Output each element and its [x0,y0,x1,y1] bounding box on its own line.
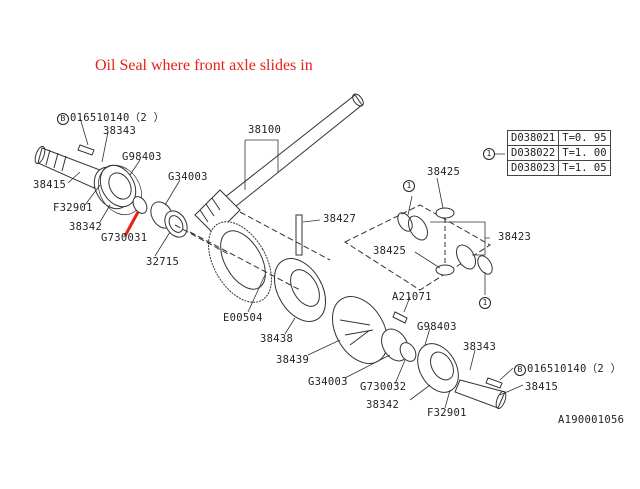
label-retainer-right: 38342 [366,399,400,411]
label-oring-right: G98403 [417,321,457,333]
ref-marker-left-washer-icon: 1 [403,180,415,192]
label-bearing-left: G34003 [168,171,208,183]
label-retainer-left: 38342 [69,221,103,233]
thickness: T=0. 95 [558,130,611,146]
label-text: 016510140（2 ） [70,112,165,124]
left-oring [97,165,143,215]
washer-right [477,255,493,275]
bolt-marker-icon: B [514,364,526,376]
label-seal-left: G730031 [101,232,148,244]
diff-case-left [273,258,327,322]
label-drive-pinion: 38100 [248,124,282,136]
dashed-assembly-box [343,204,491,291]
label-plate-right: 38343 [463,341,497,353]
left-oil-seal [132,196,148,214]
label-shim: 32715 [146,256,180,268]
label-pinion-gear-left: 38425 [373,245,407,257]
label-pinion-shaft: 38427 [323,213,357,225]
label-text: 016510140（2 ） [527,363,622,375]
label-bearing-right: G34003 [308,376,348,388]
label-axle-left: 38415 [33,179,67,191]
label-plate-left: 38343 [103,125,137,137]
label-case-right: 38439 [276,354,310,366]
ref-marker-right-washer-icon: 1 [479,297,491,309]
label-side-gear: 38423 [498,231,532,243]
thickness: T=1. 00 [558,145,611,161]
ring-gear [208,221,272,303]
label-seal-right: G730032 [360,381,407,393]
label-pinion-gear-top: 38425 [427,166,461,178]
side-gear-left [408,215,428,241]
pinion-gear-top [435,207,455,219]
label-snap-right: F32901 [427,407,467,419]
label-case-left: 38438 [260,333,294,345]
left-bolt [77,144,95,156]
case-bolt [392,311,408,324]
right-bolt [485,377,503,389]
part-number: D038021 [506,130,560,146]
ref-marker-table-icon: 1 [483,148,495,160]
oil-seal-annotation: Oil Seal where front axle slides in [95,57,313,74]
label-snap-left: F32901 [53,202,93,214]
label-oring-left: G98403 [122,151,162,163]
leader-lines [67,117,524,409]
right-axle-shaft [454,379,506,409]
part-number: D038023 [506,160,560,176]
pinion-shaft [295,214,303,256]
washer-left [397,212,413,232]
label-bolt-case: A21071 [392,291,432,303]
pinion-gear-bottom [435,264,455,276]
left-retainer [93,164,137,210]
label-axle-right: 38415 [525,381,559,393]
figure-id: A190001056 [558,414,625,426]
label-ring-gear-bolt: E00504 [223,312,263,324]
bolt-marker-icon: B [57,113,69,125]
thickness: T=1. 05 [558,160,611,176]
oil-seal-highlight-line [123,211,140,237]
drive-pinion-shaft [194,93,364,236]
side-gear-right [456,244,476,270]
left-axle-shaft [34,145,101,189]
right-oil-seal [399,342,417,362]
part-number: D038022 [506,145,560,161]
